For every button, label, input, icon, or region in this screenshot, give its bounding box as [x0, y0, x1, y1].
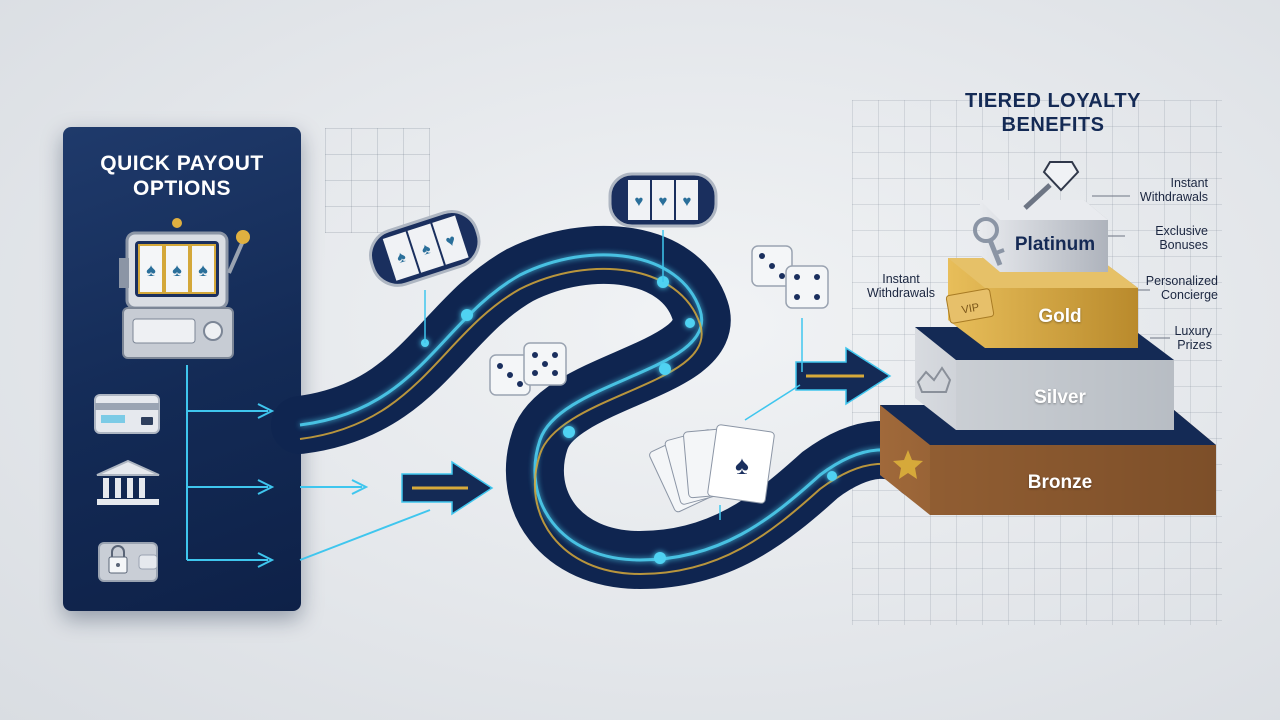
svg-text:♥: ♥: [635, 193, 644, 210]
slot-reel-icon-2: ♥ ♥ ♥: [608, 172, 718, 228]
dice-icon-2: [751, 245, 829, 309]
tier-bronze: Bronze: [1027, 472, 1093, 493]
svg-text:♥: ♥: [683, 193, 692, 210]
gold-arrow-icon: [401, 460, 494, 516]
winding-track: [271, 225, 949, 590]
diamond-key-icon: [1023, 161, 1080, 210]
panel-title: QUICK PAYOUT OPTIONS: [100, 152, 264, 200]
svg-text:♠: ♠: [198, 260, 208, 280]
credit-card-icon: [94, 394, 160, 434]
slot-machine-icon: ♠ ♠ ♠: [119, 218, 250, 359]
slot-reel-icon: ♠ ♠ ♥: [369, 210, 481, 287]
tier-silver: Silver: [1034, 387, 1086, 408]
dice-icon: [489, 342, 567, 396]
loyalty-pyramid: [880, 200, 1216, 515]
svg-text:♥: ♥: [659, 193, 668, 210]
svg-text:♠: ♠: [735, 450, 749, 480]
tier-gold: Gold: [1038, 306, 1082, 327]
background-grid-small: [325, 128, 430, 233]
crown-icon: [916, 366, 952, 393]
star-icon: [893, 450, 923, 479]
gold-arrow-icon-2: [795, 346, 892, 406]
key-icon: [973, 217, 1005, 266]
svg-text:♠: ♠: [146, 260, 156, 280]
loyalty-title: TIERED LOYALTY BENEFITS: [965, 90, 1141, 136]
wallet-lock-icon: [98, 542, 158, 582]
vip-ticket-icon: VIP: [945, 288, 995, 324]
quick-payout-panel: QUICK PAYOUT OPTIONS ♠ ♠ ♠: [63, 127, 301, 611]
payout-connectors: [186, 365, 431, 568]
playing-cards-icon: ♠: [649, 424, 775, 513]
tier-platinum: Platinum: [1014, 234, 1096, 255]
bank-icon: [96, 459, 160, 505]
svg-text:VIP: VIP: [961, 302, 981, 317]
svg-text:♠: ♠: [172, 260, 182, 280]
